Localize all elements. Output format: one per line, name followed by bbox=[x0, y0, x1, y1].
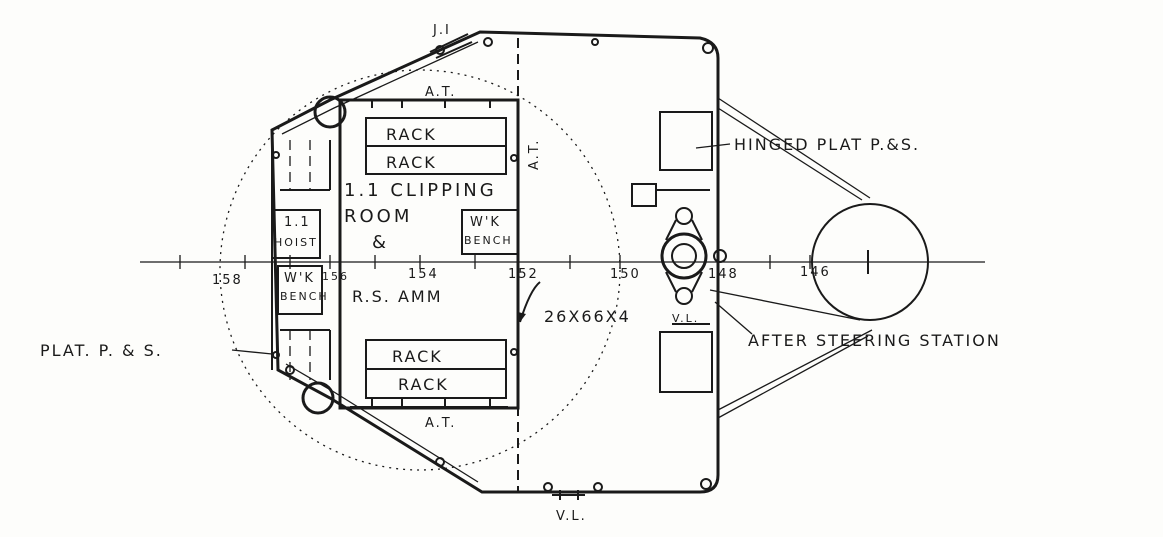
label-clipping-room-2: ROOM bbox=[344, 206, 412, 227]
gun-tub-top bbox=[313, 95, 347, 129]
label-wk-bench-left-2: BENCH bbox=[280, 290, 329, 303]
at-rail-bottom bbox=[350, 399, 508, 408]
label-door-size: 26X66X4 bbox=[544, 307, 631, 326]
hoist-box bbox=[271, 209, 321, 259]
label-frame-152: 152 bbox=[508, 267, 539, 282]
label-rack-4: RACK bbox=[398, 375, 449, 394]
label-at-bottom: A.T. bbox=[425, 416, 456, 431]
label-bottom-gun: V.L. bbox=[556, 509, 587, 524]
label-wk-bench-right-1: W'K bbox=[470, 215, 501, 230]
deckhouse-inner-line bbox=[281, 41, 479, 483]
label-rack-3: RACK bbox=[392, 347, 443, 366]
gun-tub-bottom bbox=[301, 381, 335, 415]
hinged-plat-box-top bbox=[659, 111, 713, 171]
label-frame-148: 148 bbox=[708, 267, 739, 282]
label-at-side: A.T. bbox=[527, 139, 542, 170]
label-wk-bench-right-2: BENCH bbox=[464, 234, 513, 247]
label-clipping-room-amp: & bbox=[372, 232, 389, 253]
label-after-steering: AFTER STEERING STATION bbox=[748, 331, 1001, 350]
at-rail-top bbox=[350, 99, 508, 108]
label-top-gun: J.I bbox=[432, 23, 451, 38]
label-rack-2: RACK bbox=[386, 153, 437, 172]
label-hinged-plat: HINGED PLAT P.&S. bbox=[734, 135, 920, 154]
label-clipping-room-1: 1.1 CLIPPING bbox=[344, 180, 497, 201]
label-wk-bench-left-1: W'K bbox=[284, 271, 315, 286]
hinged-plat-box-bottom bbox=[659, 331, 713, 393]
plat-ps-leader bbox=[231, 349, 273, 355]
wk-bench-left-box bbox=[277, 265, 323, 315]
steering-hub bbox=[660, 207, 727, 305]
bottom-gun-mark bbox=[552, 490, 585, 500]
label-vl-center: V.L. bbox=[672, 312, 699, 325]
door-arrowhead bbox=[518, 312, 526, 322]
label-hoist-2: HOIST bbox=[274, 236, 318, 249]
platform-fan-lines bbox=[709, 97, 873, 419]
label-rack-1: RACK bbox=[386, 125, 437, 144]
top-gun-mark bbox=[429, 33, 473, 59]
label-frame-156: 156 bbox=[322, 270, 349, 283]
hinged-plat-leader bbox=[695, 143, 731, 149]
label-plat-ps: PLAT. P. & S. bbox=[40, 341, 163, 360]
wk-bench-right-box bbox=[461, 209, 519, 255]
after-steering-leader bbox=[714, 301, 753, 335]
left-compartments bbox=[271, 130, 331, 380]
label-rs-amm: R.S. AMM bbox=[352, 287, 443, 306]
centerline-ticks bbox=[179, 255, 811, 269]
training-circle bbox=[219, 69, 621, 471]
label-frame-154: 154 bbox=[408, 267, 439, 282]
label-at-top: A.T. bbox=[425, 85, 456, 100]
label-frame-150: 150 bbox=[610, 267, 641, 282]
control-box bbox=[631, 183, 657, 207]
deckhouse-outline bbox=[270, 30, 720, 494]
label-frame-146: 146 bbox=[800, 265, 831, 280]
label-frame-158: 158 bbox=[212, 273, 243, 288]
aft-circle bbox=[811, 203, 929, 321]
label-hoist-1: 1.1 bbox=[284, 215, 311, 230]
left-compartments-dashed bbox=[289, 140, 311, 380]
